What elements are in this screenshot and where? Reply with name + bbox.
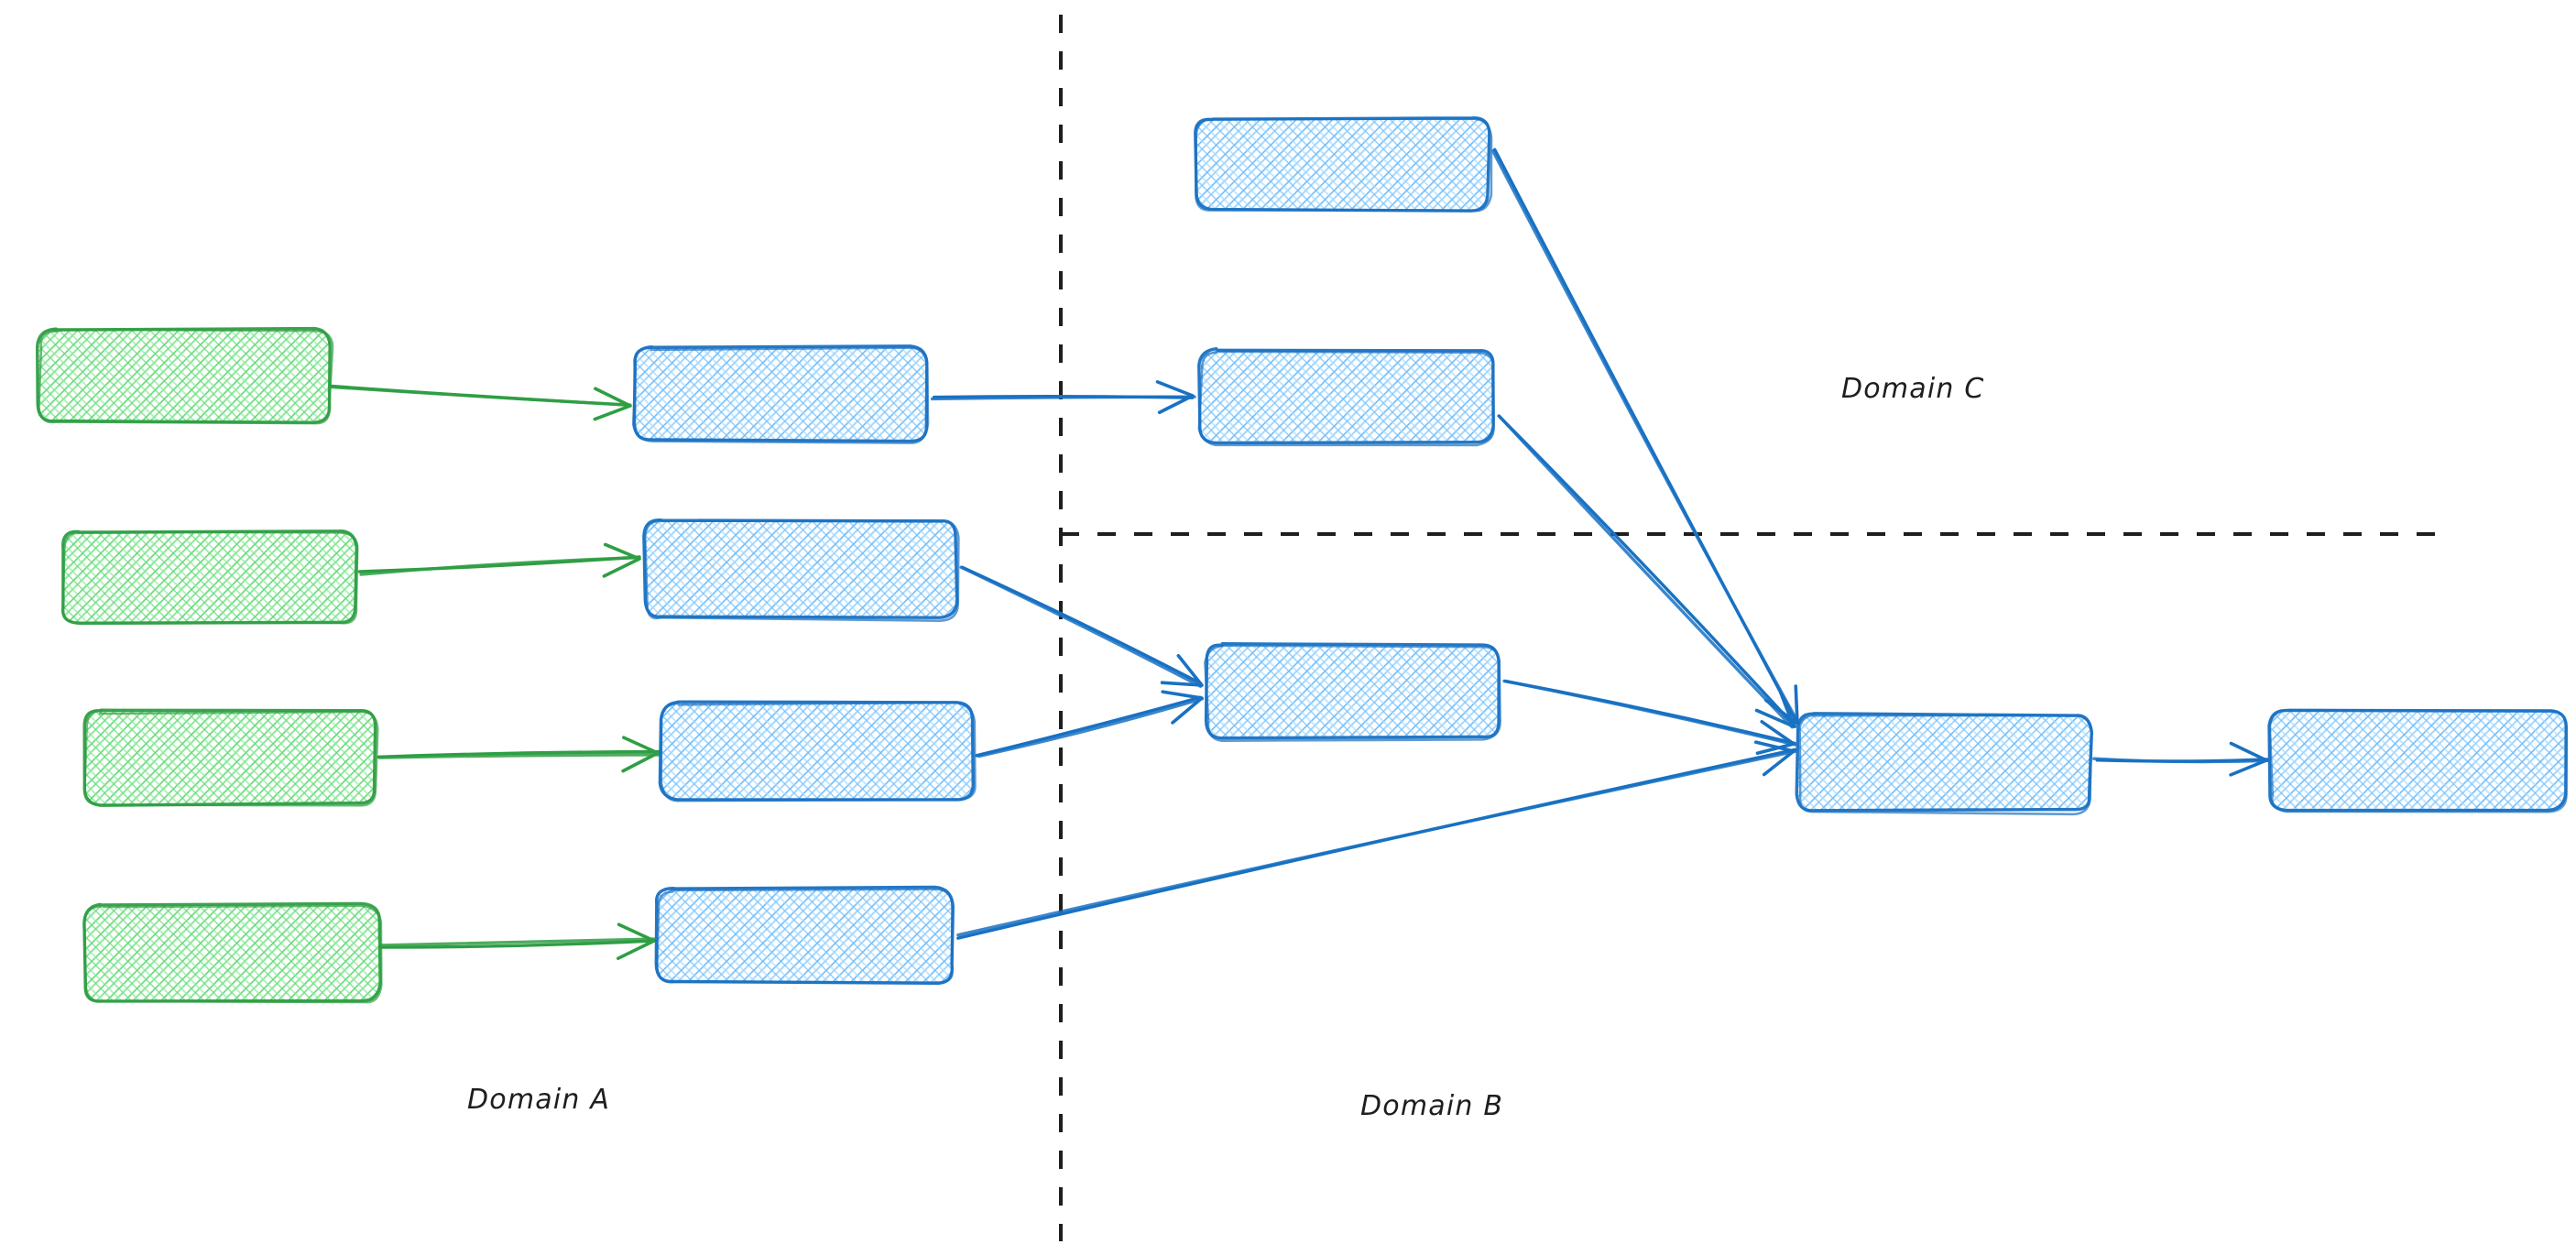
- edge-c2-to-d1: [1497, 414, 1797, 729]
- node-a3[interactable]: [82, 708, 379, 807]
- edge-a4-to-b4: [377, 922, 656, 960]
- node-a2[interactable]: [61, 529, 359, 626]
- node-b2[interactable]: [642, 518, 960, 622]
- node-d1[interactable]: [1795, 712, 2094, 816]
- node-b4[interactable]: [654, 885, 955, 986]
- node-b3[interactable]: [658, 700, 977, 802]
- node-a4[interactable]: [82, 901, 383, 1004]
- node-layer: [35, 116, 2568, 1004]
- domain-b-label: Domain B: [1360, 1090, 1504, 1122]
- edge-c3-to-d1: [1502, 679, 1797, 756]
- edge-b4-to-d1: [956, 740, 1797, 940]
- edge-b2-to-c3: [959, 565, 1204, 688]
- edge-layer: [329, 147, 2270, 960]
- domain-a-label: Domain A: [467, 1084, 611, 1116]
- node-a1[interactable]: [35, 326, 334, 425]
- edge-a2-to-b2: [357, 542, 641, 578]
- node-b1[interactable]: [631, 344, 930, 444]
- edge-a3-to-b3: [377, 736, 661, 773]
- edge-c1-to-d1: [1491, 147, 1801, 726]
- edge-a1-to-b1: [329, 384, 632, 421]
- edge-b3-to-c3: [975, 690, 1205, 758]
- edge-d1-to-e1: [2092, 741, 2270, 777]
- node-e1[interactable]: [2267, 708, 2568, 813]
- domain-c-label: Domain C: [1841, 373, 1985, 405]
- edge-b1-to-c2: [930, 380, 1196, 415]
- node-c2[interactable]: [1197, 346, 1495, 447]
- node-c3[interactable]: [1204, 642, 1501, 742]
- divider-layer: [1059, 15, 2453, 1241]
- node-c1[interactable]: [1194, 116, 1493, 213]
